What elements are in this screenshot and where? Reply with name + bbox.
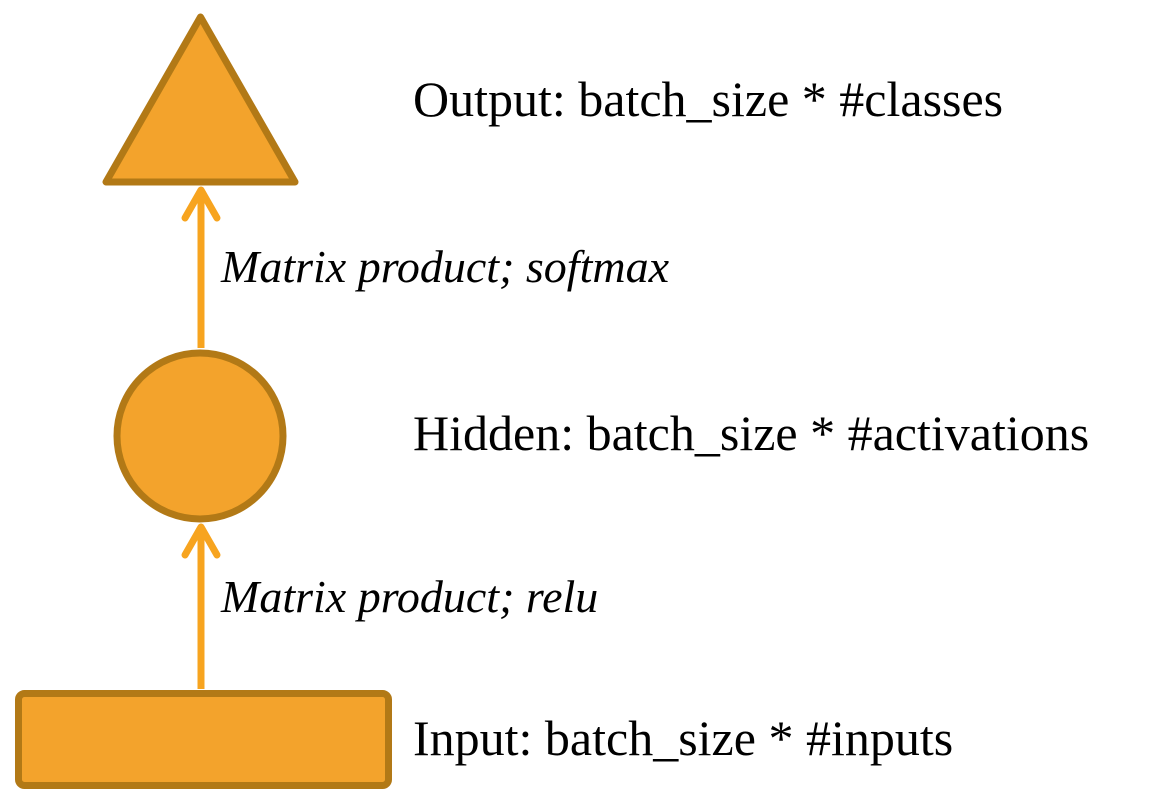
softmax-arrow-head-icon bbox=[181, 186, 221, 222]
relu-edge-label: Matrix product; relu bbox=[221, 571, 599, 622]
softmax-edge-label: Matrix product; softmax bbox=[221, 241, 670, 292]
output-triangle-shape bbox=[102, 13, 299, 186]
relu-up-arrow-icon bbox=[181, 523, 221, 689]
output-node-label: Output: batch_size * #classes bbox=[413, 71, 1004, 127]
relu-arrow-head-icon bbox=[181, 523, 221, 559]
input-rectangle-shape bbox=[15, 690, 392, 789]
hidden-circle-shape bbox=[113, 349, 287, 523]
softmax-up-arrow-icon bbox=[181, 186, 221, 348]
input-node-label: Input: batch_size * #inputs bbox=[413, 710, 954, 766]
hidden-node-label: Hidden: batch_size * #activations bbox=[413, 405, 1090, 461]
